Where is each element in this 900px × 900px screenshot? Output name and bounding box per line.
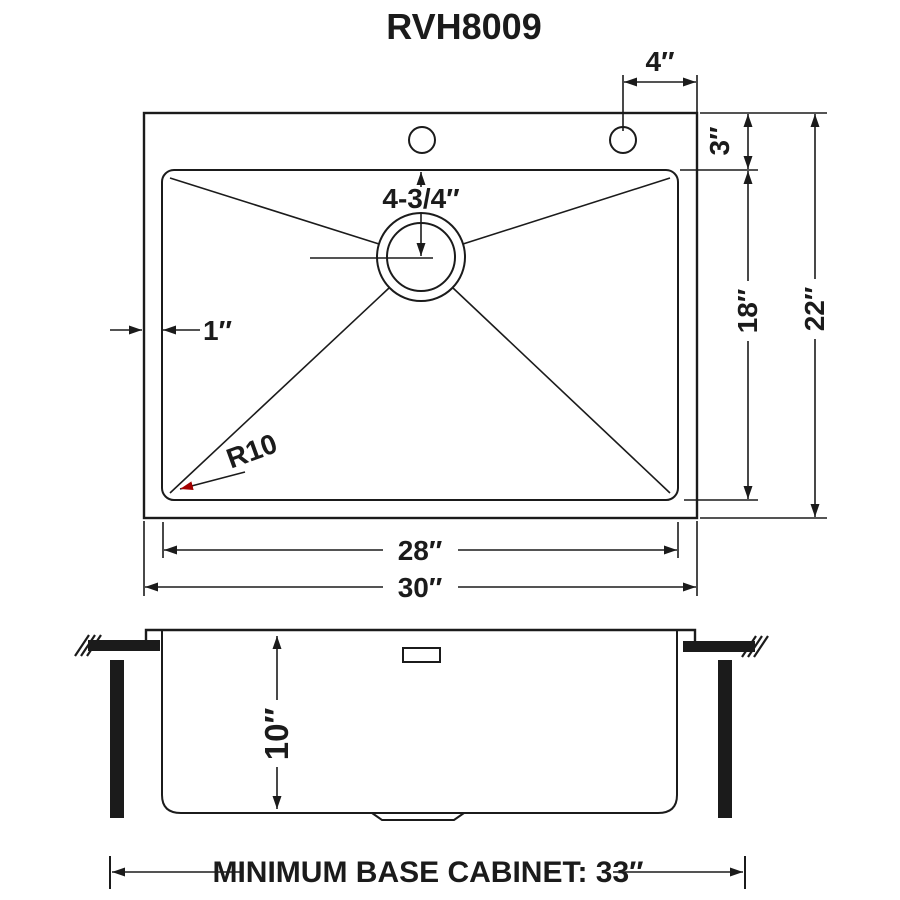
- sink-bowl: [161, 169, 679, 501]
- side-view: 10″: [74, 628, 769, 821]
- break-hatch: [74, 634, 102, 657]
- dim-bowl-width: 28″: [162, 522, 679, 566]
- dim-label-rim-width: 1″: [203, 315, 232, 346]
- dim-bowl-front-back: 18″: [684, 171, 763, 501]
- bowl-cross-section: [161, 631, 678, 814]
- dim-label-hole-spacing: 4″: [646, 46, 675, 77]
- dim-label-bowl-front-back: 18″: [732, 289, 763, 334]
- dim-hole-spacing: 4″: [622, 46, 698, 131]
- countertop-right: [683, 635, 769, 658]
- sink-rim-profile: [144, 628, 697, 641]
- min-base-cabinet-dimension: MINIMUM BASE CABINET: 33″: [109, 856, 746, 889]
- drain-recess: [371, 812, 465, 821]
- overflow-hole: [402, 647, 441, 663]
- dim-rim-to-bowl: 3″: [680, 114, 758, 171]
- faucet-hole-left: [408, 126, 436, 154]
- dim-overall-front-back: 22″: [700, 112, 830, 519]
- dim-overall-width: 30″: [143, 521, 698, 603]
- min-base-cabinet-label: MINIMUM BASE CABINET: 33″: [212, 856, 643, 889]
- dim-label-overall-width: 30″: [398, 572, 443, 603]
- dim-bowl-depth: 10″: [258, 636, 295, 809]
- leader-line: [179, 471, 246, 491]
- dim-label-overall-front-back: 22″: [799, 287, 830, 332]
- diagram-title: RVH8009: [386, 6, 541, 47]
- bowl-slope-lines: [169, 177, 671, 494]
- dim-label-bowl-depth: 10″: [258, 708, 295, 761]
- break-hatch: [741, 635, 769, 658]
- dim-label-rim-to-bowl: 3″: [704, 127, 735, 156]
- countertop-left: [74, 634, 160, 657]
- sink-outer-rim: [142, 111, 699, 520]
- cabinet-wall-right: [718, 660, 732, 818]
- dim-label-drain-position: 4-3/4″: [382, 183, 459, 214]
- cabinet-wall-left: [110, 660, 124, 818]
- dim-label-bowl-width: 28″: [398, 535, 443, 566]
- dim-rim-width: 1″: [110, 315, 232, 346]
- top-view: 4-3/4″ 4″ 3″ 18″ 22″: [110, 46, 830, 603]
- dim-drain-position: 4-3/4″: [382, 172, 460, 256]
